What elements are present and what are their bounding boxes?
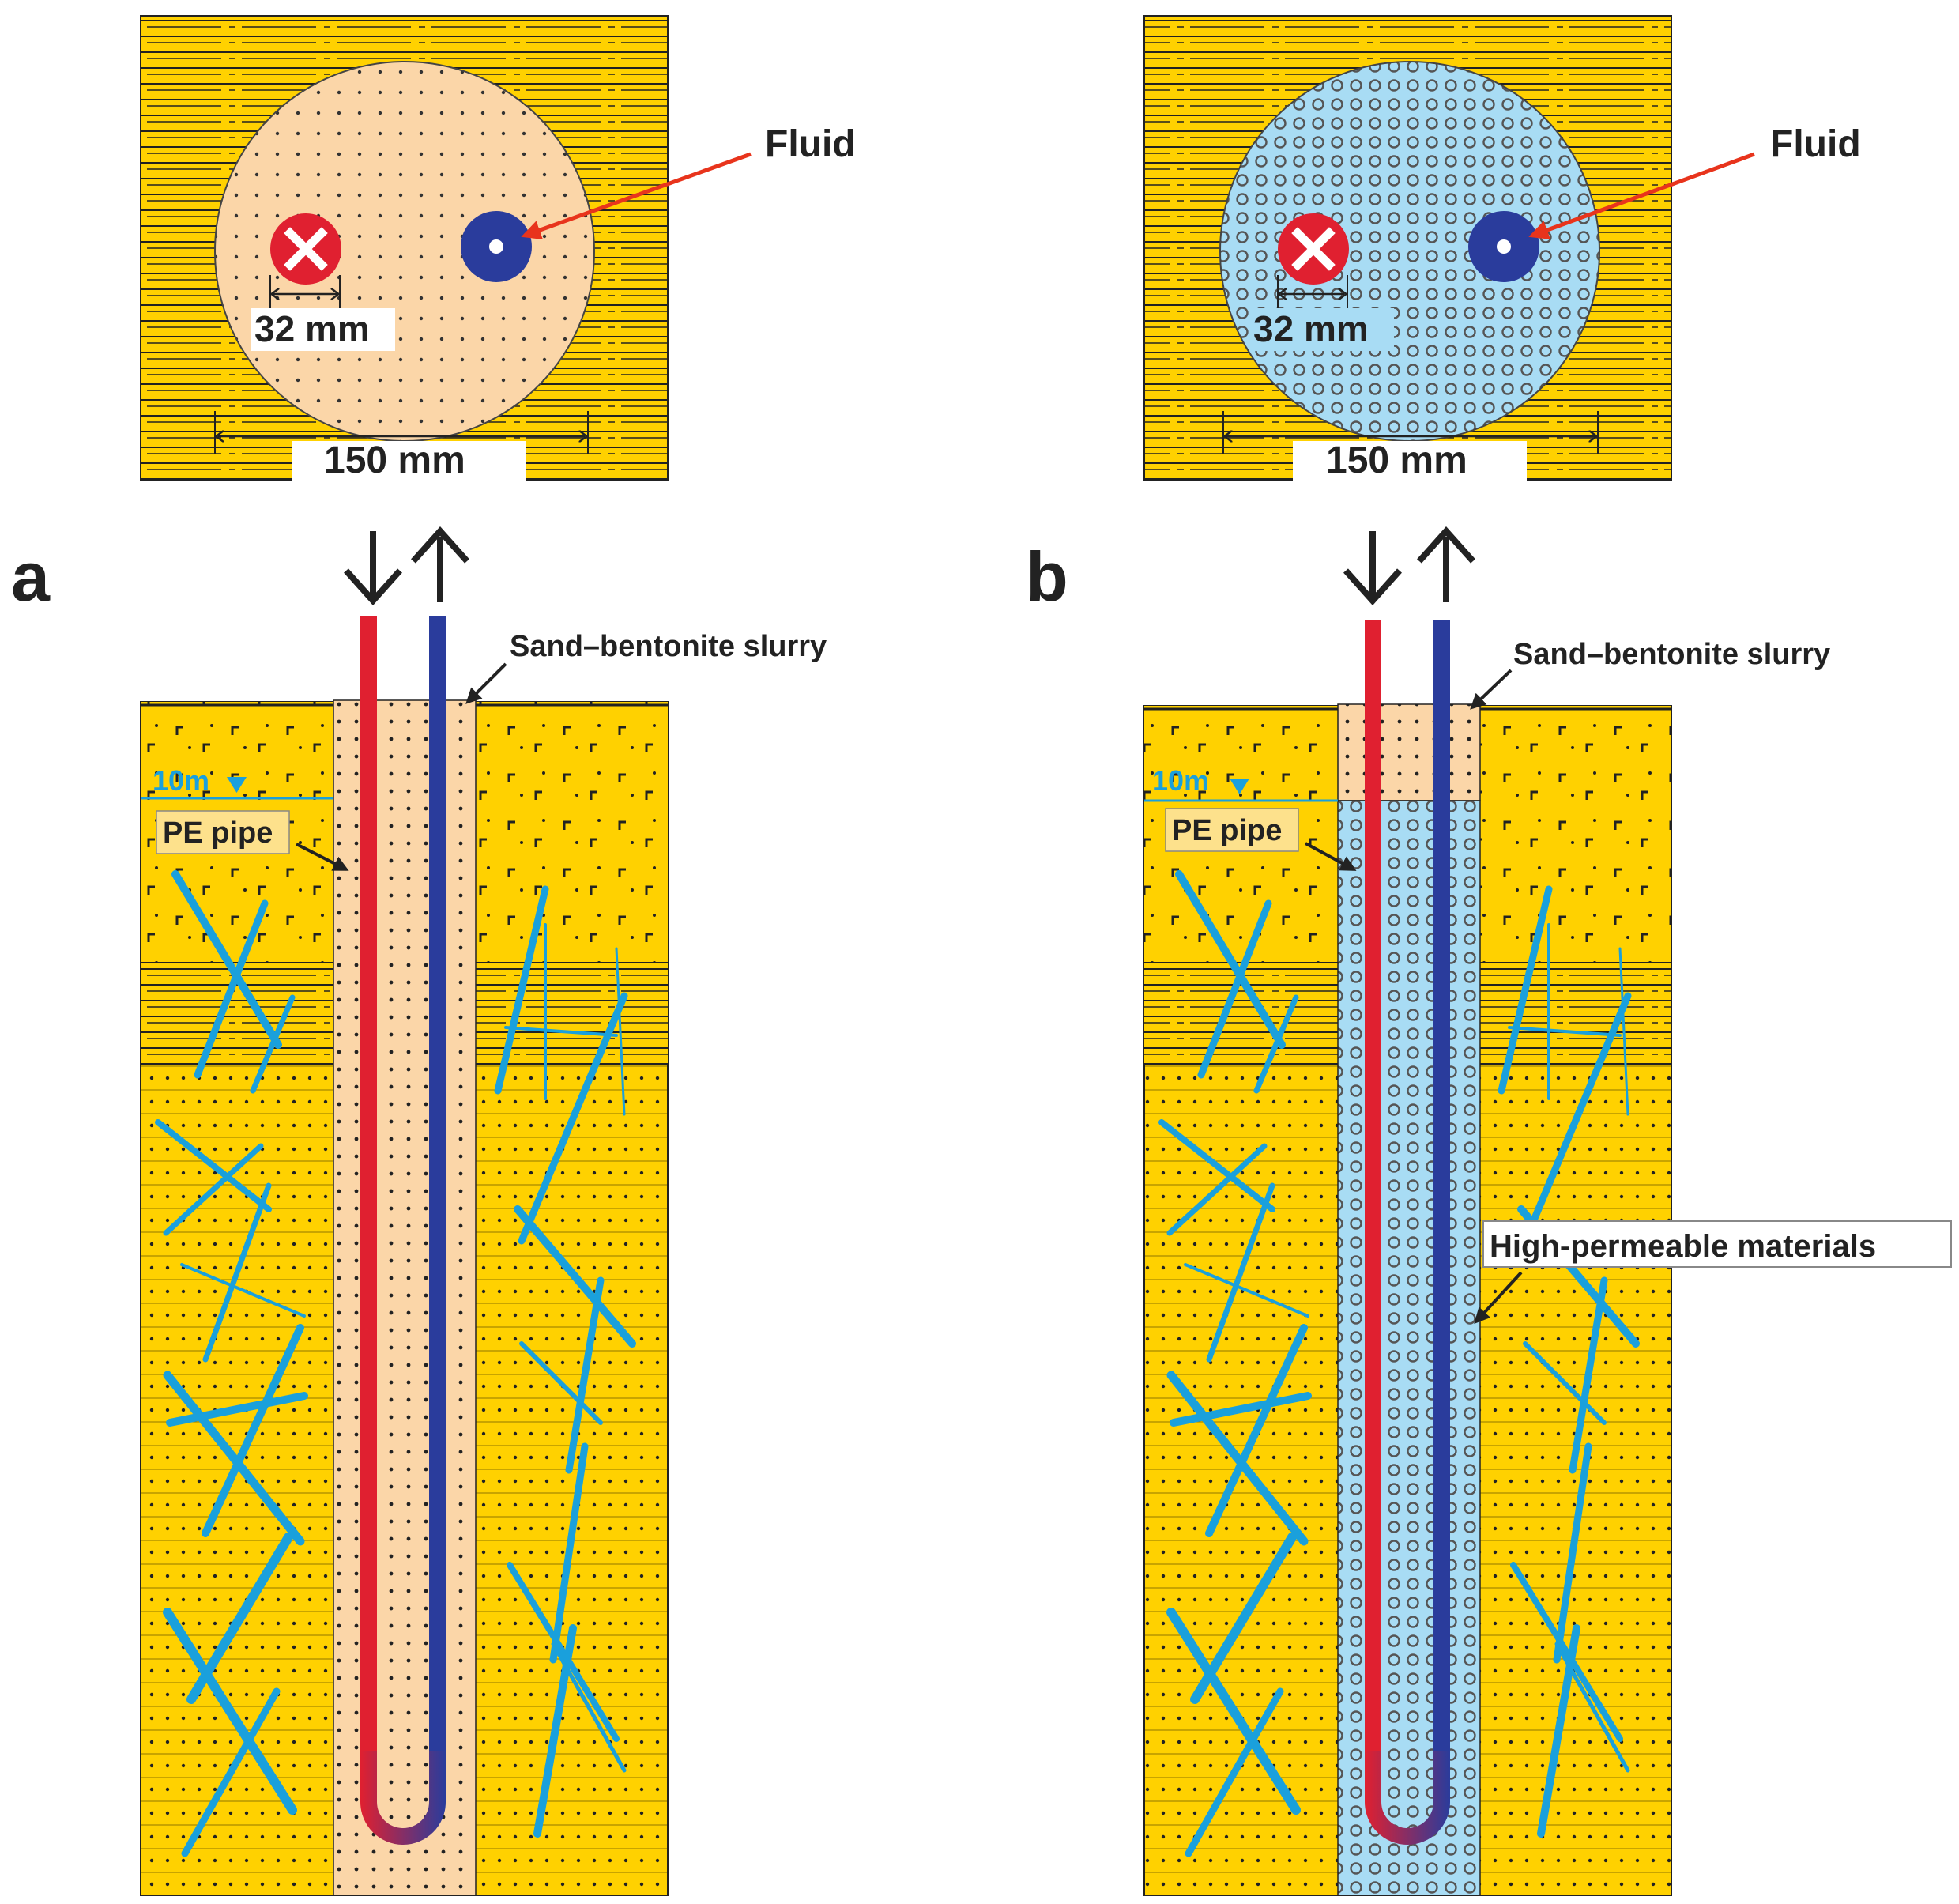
panel-a: Fluid 32 mm 150 mm a — [11, 15, 856, 1896]
u-tube-pipe — [1365, 620, 1450, 1845]
panel-b: Fluid 32 mm 150 mm b — [1026, 15, 1952, 1896]
fluid-label: Fluid — [765, 123, 856, 165]
panel-letter: b — [1026, 537, 1068, 616]
pe-pipe-label: PE pipe — [163, 816, 273, 850]
flow-out-arrow-icon — [411, 526, 469, 602]
slurry-label: Sand–bentonite slurry — [510, 630, 827, 663]
fluid-label: Fluid — [1770, 123, 1861, 165]
pipe-diameter-label: 32 mm — [254, 308, 370, 349]
slurry-backfill — [333, 699, 477, 1896]
pipe-diameter-label: 32 mm — [1253, 308, 1369, 349]
water-table-triangle-icon — [1230, 779, 1249, 794]
water-table-triangle-icon — [227, 777, 247, 793]
u-tube-pipe — [360, 616, 446, 1845]
slurry-backfill — [1337, 703, 1481, 801]
water-level-label: 10m — [1152, 764, 1209, 797]
panel-letter: a — [11, 537, 51, 616]
water-level-label: 10m — [153, 764, 209, 797]
borehole-diameter-label: 150 mm — [1326, 439, 1467, 481]
fractures — [155, 870, 636, 1857]
cross-section-b: Fluid 32 mm 150 mm — [1143, 15, 1861, 481]
cross-section-a: Fluid 32 mm 150 mm — [140, 15, 856, 481]
borehole-diameter-label: 150 mm — [324, 439, 465, 481]
slurry-label: Sand–bentonite slurry — [1513, 638, 1830, 671]
pe-pipe-label: PE pipe — [1172, 814, 1282, 847]
high-permeable-label: High-permeable materials — [1490, 1229, 1876, 1264]
flow-out-arrow-icon — [1417, 526, 1475, 602]
borehole-section — [1219, 61, 1600, 442]
borehole-profile-b: 10m PE pipe Sand–bentonite slurry High-p… — [1143, 620, 1952, 1896]
borehole-profile-a: 10m PE pipe Sand–bentonite slurry — [140, 616, 827, 1896]
flow-in-arrow-icon — [344, 531, 402, 605]
flow-in-arrow-icon — [1343, 531, 1402, 605]
fractures — [1158, 870, 1640, 1857]
high-permeable-backfill — [1337, 800, 1481, 1896]
